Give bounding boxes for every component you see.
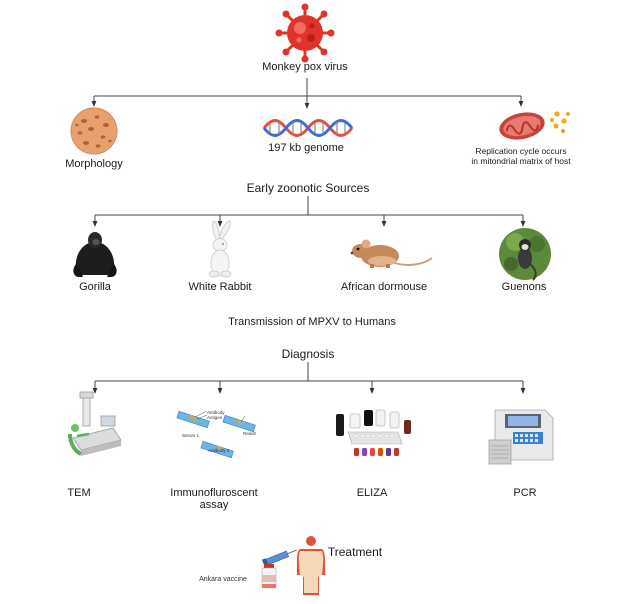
elisa-icon	[336, 409, 411, 456]
vaccine-label: Ankara vaccine	[199, 576, 247, 583]
syringe-icon	[261, 549, 298, 568]
source-label-gorilla: Gorilla	[79, 281, 111, 293]
tree-connectors-top	[91, 78, 524, 109]
rabbit-icon	[208, 220, 232, 278]
mitochondria-icon	[499, 111, 570, 140]
diagnosis-label-assay: assay	[199, 499, 229, 511]
treatment-heading: Treatment	[327, 545, 383, 559]
assay-label-antibody2: Antibody 2	[208, 448, 230, 453]
replication-label-line1: Replication cycle occurs	[475, 146, 567, 156]
gorilla-icon	[73, 232, 117, 277]
diagnosis-label-eliza: ELIZA	[356, 487, 388, 499]
transmission-label: Transmission of MPXV to Humans	[228, 316, 396, 328]
morphology-icon	[70, 107, 118, 155]
diagnosis-label-pcr: PCR	[513, 487, 537, 499]
pcr-icon	[488, 409, 554, 465]
diagnosis-heading: Diagnosis	[281, 347, 335, 361]
genome-label: 197 kb genome	[268, 142, 344, 154]
dna-icon	[262, 119, 354, 137]
assay-icon	[176, 410, 256, 459]
diagnosis-label-tem: TEM	[67, 487, 91, 499]
guenon-icon	[499, 228, 551, 281]
source-label-guenons: Guenons	[501, 281, 547, 293]
sources-heading: Early zoonotic Sources	[246, 181, 370, 195]
diagnosis-label-immunofluroscent: Immunofluroscent	[170, 487, 258, 499]
vaccine-vial-icon	[261, 564, 277, 589]
assay-label-result: Result	[243, 431, 257, 436]
human-figure-icon	[297, 536, 325, 595]
morphology-label: Morphology	[65, 158, 123, 170]
source-label-white-rabbit: White Rabbit	[188, 281, 252, 293]
tree-connectors-sources	[92, 196, 526, 227]
dormouse-icon	[350, 239, 433, 268]
assay-label-antibody: Antibody	[207, 410, 225, 415]
assay-label-serum: Serum 1	[182, 433, 200, 438]
source-label-african-dormouse: African dormouse	[340, 281, 428, 293]
replication-label-line2: in mitondrial matrix of host	[471, 156, 571, 166]
virus-icon	[275, 3, 335, 63]
tree-connectors-diagnosis	[92, 362, 526, 394]
tem-icon	[68, 391, 122, 456]
assay-label-antigen: Antigen	[207, 415, 223, 420]
root-label: Monkey pox virus	[262, 61, 348, 73]
